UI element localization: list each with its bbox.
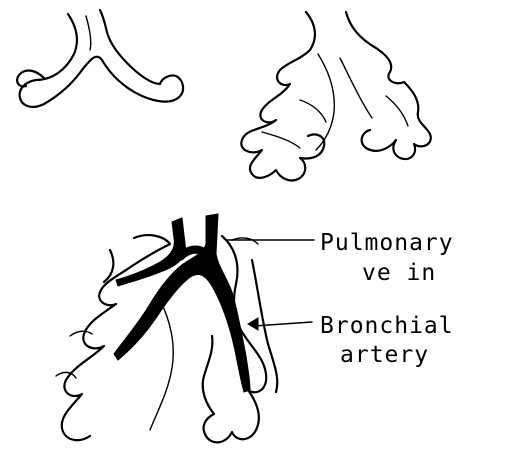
lung-bud-stage-1 <box>17 10 183 107</box>
lung-bud-stage-2 <box>241 12 430 180</box>
lung-with-vessels <box>56 214 314 442</box>
bronchial-label-line2: artery <box>340 342 429 368</box>
pulmonary-label-line1: Pulmonary <box>320 230 454 256</box>
pulmonary-label-line2: ve in <box>362 260 436 286</box>
bronchial-label-line1: Bronchial <box>320 313 454 339</box>
